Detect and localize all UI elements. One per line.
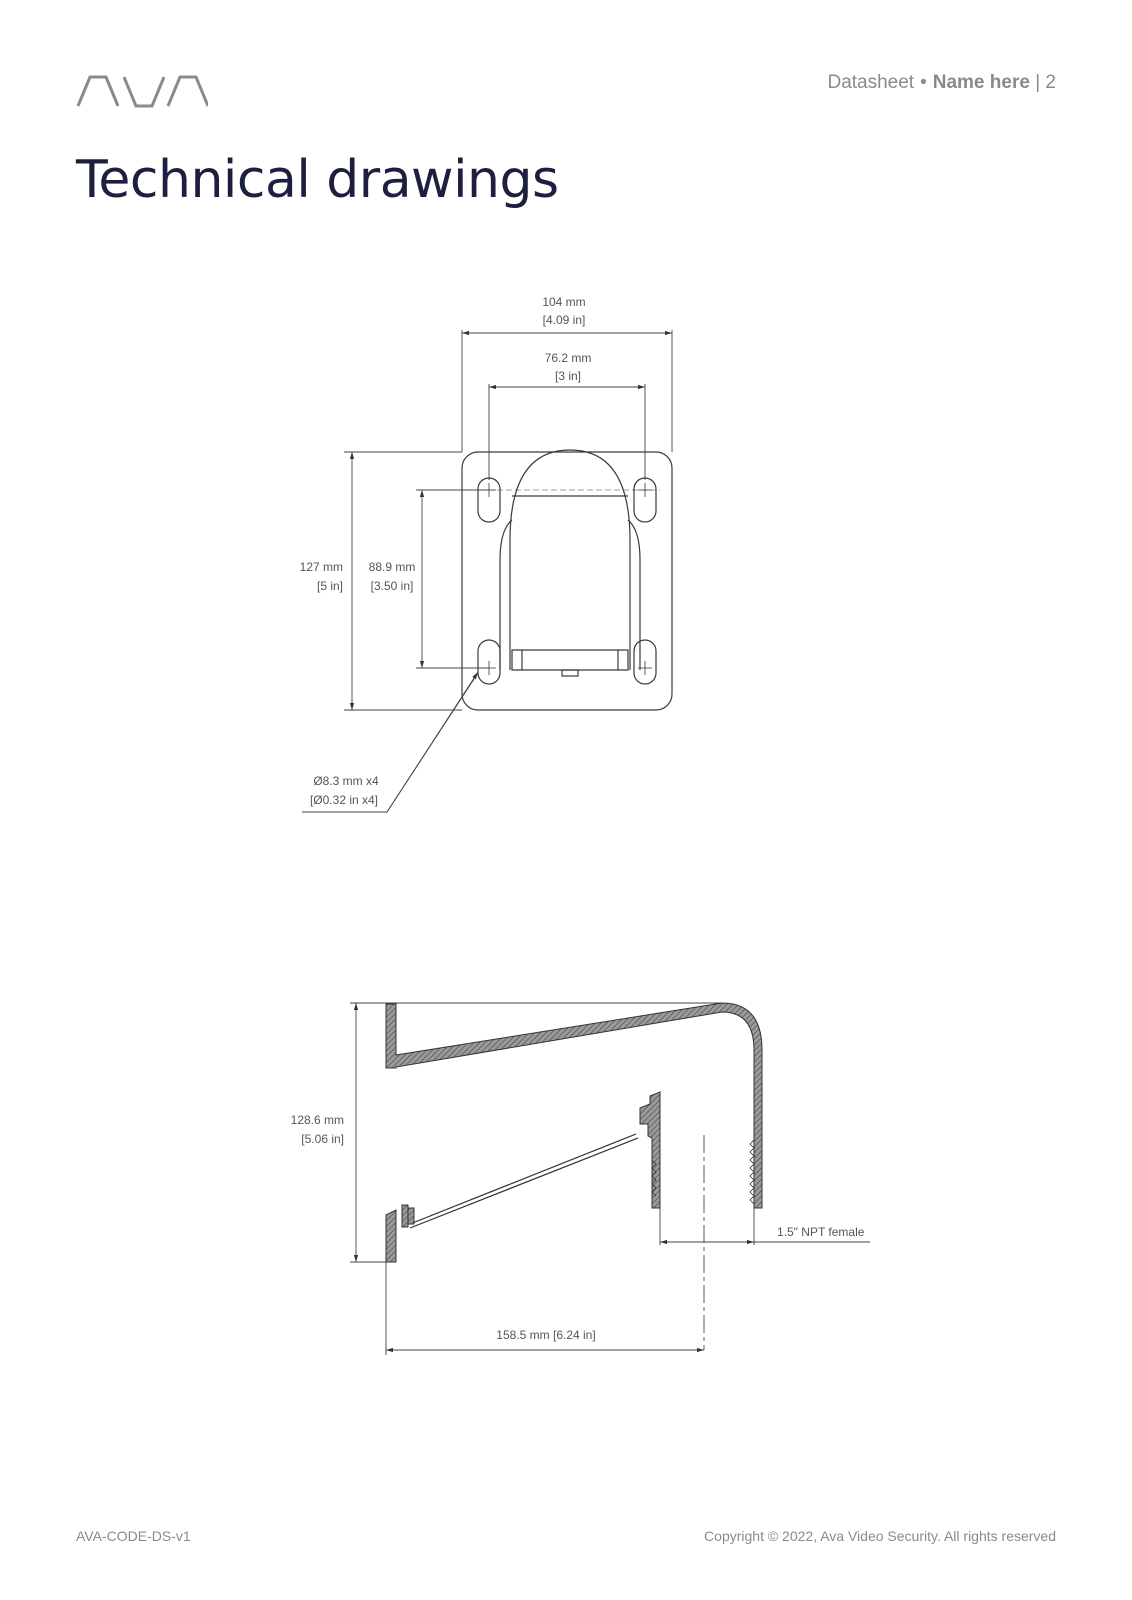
width-total-in: [4.09 in] bbox=[543, 313, 586, 327]
hole-diameter-in: [Ø0.32 in x4] bbox=[310, 793, 378, 807]
side-height-in: [5.06 in] bbox=[301, 1132, 344, 1146]
width-holes-in: [3 in] bbox=[555, 369, 581, 383]
side-height-mm: 128.6 mm bbox=[291, 1113, 344, 1127]
page-number: 2 bbox=[1045, 72, 1056, 93]
ava-logo bbox=[76, 75, 208, 108]
npt-label: 1.5" NPT female bbox=[777, 1225, 865, 1239]
side-view-drawing bbox=[385, 1002, 763, 1350]
doc-code: AVA-CODE-DS-v1 bbox=[76, 1528, 191, 1544]
width-total-mm: 104 mm bbox=[542, 295, 585, 309]
hole-diameter-mm: Ø8.3 mm x4 bbox=[313, 774, 379, 788]
width-holes-mm: 76.2 mm bbox=[545, 351, 592, 365]
top-view-dimensions bbox=[302, 330, 673, 813]
length-label: 158.5 mm [6.24 in] bbox=[496, 1328, 595, 1342]
top-view-drawing bbox=[461, 449, 673, 711]
height-holes-in: [3.50 in] bbox=[371, 579, 414, 593]
page-title: Technical drawings bbox=[76, 150, 559, 210]
height-holes-mm: 88.9 mm bbox=[369, 560, 416, 574]
side-view-dimensions bbox=[350, 1002, 870, 1355]
product-name: Name here bbox=[932, 72, 1030, 93]
header-separator: • bbox=[920, 72, 927, 93]
page-separator: | bbox=[1035, 72, 1041, 93]
page-header: Datasheet•Name here | 2 bbox=[827, 72, 1056, 94]
height-total-mm: 127 mm bbox=[300, 560, 343, 574]
height-total-in: [5 in] bbox=[317, 579, 343, 593]
copyright: Copyright © 2022, Ava Video Security. Al… bbox=[704, 1528, 1056, 1544]
doc-type: Datasheet bbox=[827, 72, 915, 93]
